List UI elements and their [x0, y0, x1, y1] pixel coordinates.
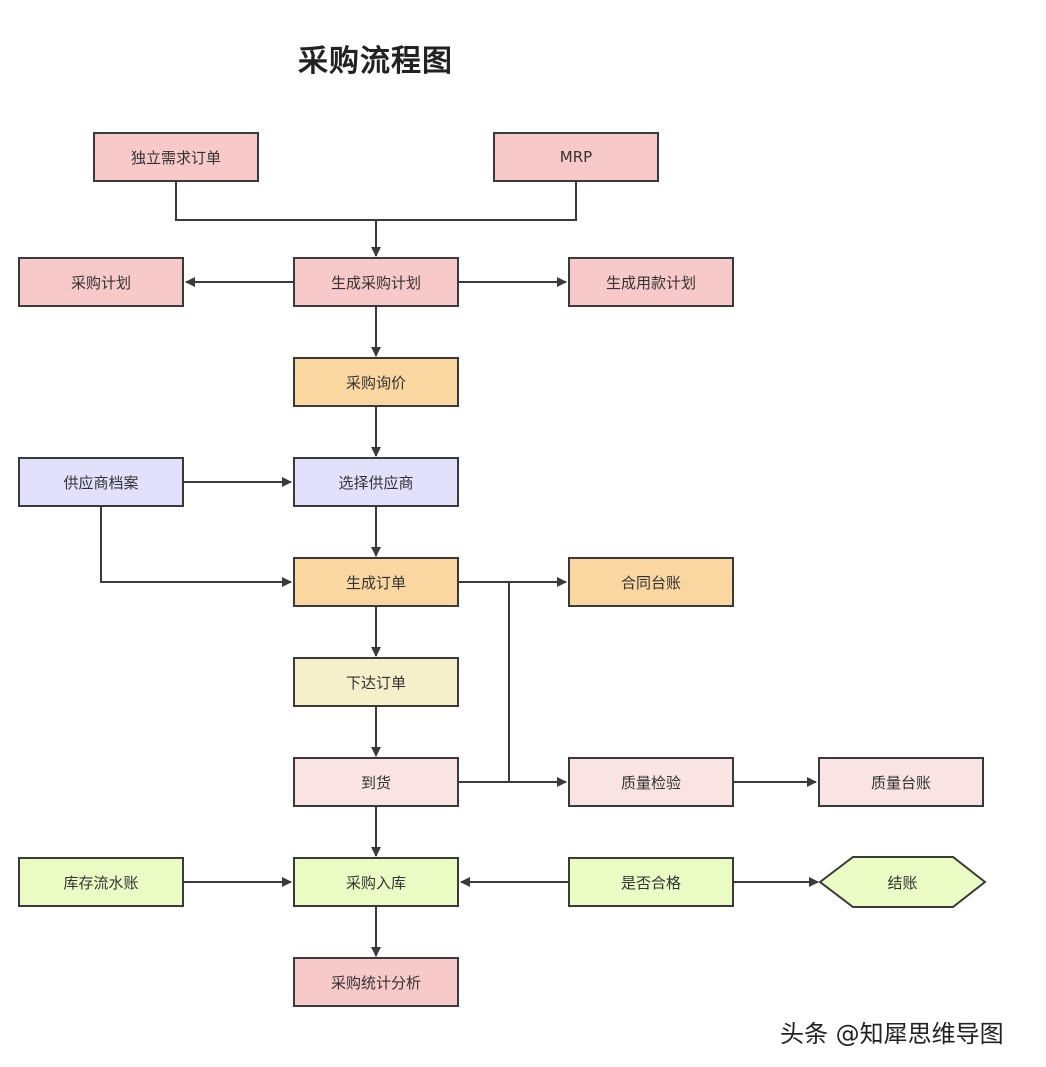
edge-mrp-merge [376, 181, 577, 221]
node-generate-order: 生成订单 [293, 557, 459, 607]
node-inventory-ledger: 库存流水账 [18, 857, 184, 907]
node-arrival: 到货 [293, 757, 459, 807]
watermark: 头条 @知犀思维导图 [780, 1020, 1004, 1048]
edge-independent-order-merge [175, 181, 376, 221]
node-supplier-archive: 供应商档案 [18, 457, 184, 507]
node-quality-inspection: 质量检验 [568, 757, 734, 807]
edge-archive-to-order [100, 506, 292, 587]
node-qualified-check: 是否合格 [568, 857, 734, 907]
node-generate-payment-plan: 生成用款计划 [568, 257, 734, 307]
node-quality-ledger: 质量台账 [818, 757, 984, 807]
node-contract-ledger: 合同台账 [568, 557, 734, 607]
diagram-title: 采购流程图 [298, 44, 453, 79]
node-purchase-plan: 采购计划 [18, 257, 184, 307]
node-generate-purchase-plan: 生成采购计划 [293, 257, 459, 307]
node-purchase-warehousing: 采购入库 [293, 857, 459, 907]
node-purchase-analysis: 采购统计分析 [293, 957, 459, 1007]
node-mrp: MRP [493, 132, 659, 182]
node-select-supplier: 选择供应商 [293, 457, 459, 507]
node-independent-order: 独立需求订单 [93, 132, 259, 182]
node-place-order: 下达订单 [293, 657, 459, 707]
node-settlement: 结账 [887, 873, 918, 892]
settlement-hexagon [818, 856, 987, 908]
node-purchase-inquiry: 采购询价 [293, 357, 459, 407]
